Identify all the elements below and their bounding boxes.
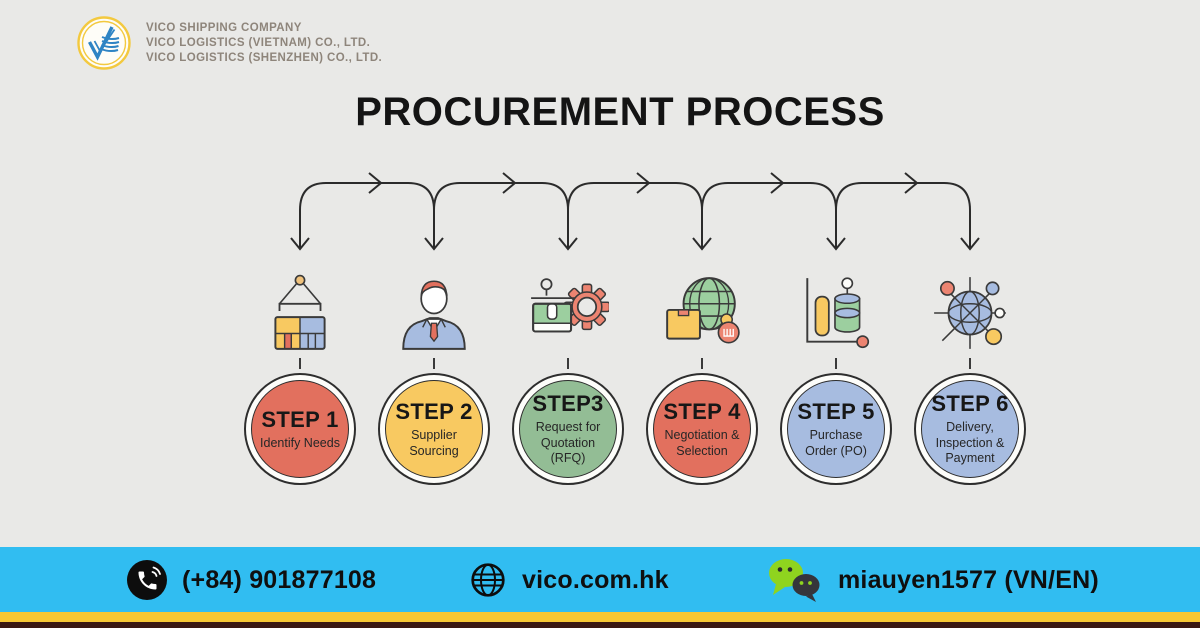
page-title: PROCUREMENT PROCESS: [355, 90, 885, 134]
phone-icon: [126, 559, 168, 601]
step-description: Negotiation & Selection: [664, 427, 740, 458]
network-globe-icon: [929, 268, 1011, 354]
step-label: STEP 5: [797, 398, 875, 424]
connector-tick: [834, 358, 838, 369]
company-line: VICO LOGISTICS (VIETNAM) CO., LTD.: [146, 36, 371, 49]
step-circle: STEP 4 Negotiation & Selection: [646, 373, 758, 485]
company-names: VICO SHIPPING COMPANY VICO LOGISTICS (VI…: [146, 21, 382, 66]
phone-number: (+84) 901877108: [182, 565, 377, 594]
package-stamp-gear-icon: [527, 268, 609, 354]
step-circle: STEP3 Request for Quotation (RFQ): [512, 373, 624, 485]
yellow-stripe: [0, 612, 1200, 622]
company-line: VICO LOGISTICS (SHENZHEN) CO., LTD.: [146, 51, 383, 64]
website-contact: vico.com.hk: [468, 553, 669, 607]
step-label: STEP 1: [261, 406, 339, 432]
phone-contact: (+84) 901877108: [126, 553, 376, 607]
contact-bar: [0, 547, 1200, 612]
company-line: VICO SHIPPING COMPANY: [146, 21, 302, 34]
step-circle: STEP 2 Supplier Sourcing: [378, 373, 490, 485]
connector-tick: [298, 358, 302, 369]
connector-tick: [968, 358, 972, 369]
step-label: STEP 6: [931, 391, 1009, 417]
step-label: STEP 2: [395, 398, 473, 424]
website-url: vico.com.hk: [522, 565, 669, 594]
step-column-6: STEP 6 Delivery, Inspection & Payment: [900, 268, 1040, 485]
connector-tick: [432, 358, 436, 369]
businessman-icon: [393, 268, 475, 354]
chart-cylinder-icon: [795, 268, 877, 354]
globe-icon: [468, 560, 508, 600]
step-column-1: STEP 1 Identify Needs: [230, 268, 370, 485]
brand-header: VICO SHIPPING COMPANY VICO LOGISTICS (VI…: [76, 14, 382, 72]
step-description: Purchase Order (PO): [805, 427, 867, 458]
step-column-5: STEP 5 Purchase Order (PO): [766, 268, 906, 485]
step-description: Request for Quotation (RFQ): [535, 420, 601, 466]
dark-stripe: [0, 622, 1200, 628]
wechat-id: miauyen1577 (VN/EN): [838, 565, 1099, 594]
step-circle: STEP 5 Purchase Order (PO): [780, 373, 892, 485]
connector-tick: [700, 358, 704, 369]
step-column-4: STEP 4 Negotiation & Selection: [632, 268, 772, 485]
vico-logo-icon: [76, 14, 132, 72]
flow-arrows: [290, 172, 980, 251]
step-description: Supplier Sourcing: [409, 427, 459, 458]
step-circle: STEP 6 Delivery, Inspection & Payment: [914, 373, 1026, 485]
wechat-icon: [766, 557, 824, 603]
step-column-3: STEP3 Request for Quotation (RFQ): [498, 268, 638, 485]
step-column-2: STEP 2 Supplier Sourcing: [364, 268, 504, 485]
step-description: Delivery, Inspection & Payment: [935, 420, 1005, 466]
step-description: Identify Needs: [260, 435, 340, 450]
cargo-crate-hook-icon: [259, 268, 341, 354]
globe-package-icon: [661, 268, 743, 354]
step-circle: STEP 1 Identify Needs: [244, 373, 356, 485]
step-label: STEP 4: [663, 398, 741, 424]
connector-tick: [566, 358, 570, 369]
step-label: STEP3: [532, 391, 604, 417]
wechat-contact: miauyen1577 (VN/EN): [766, 553, 1099, 607]
